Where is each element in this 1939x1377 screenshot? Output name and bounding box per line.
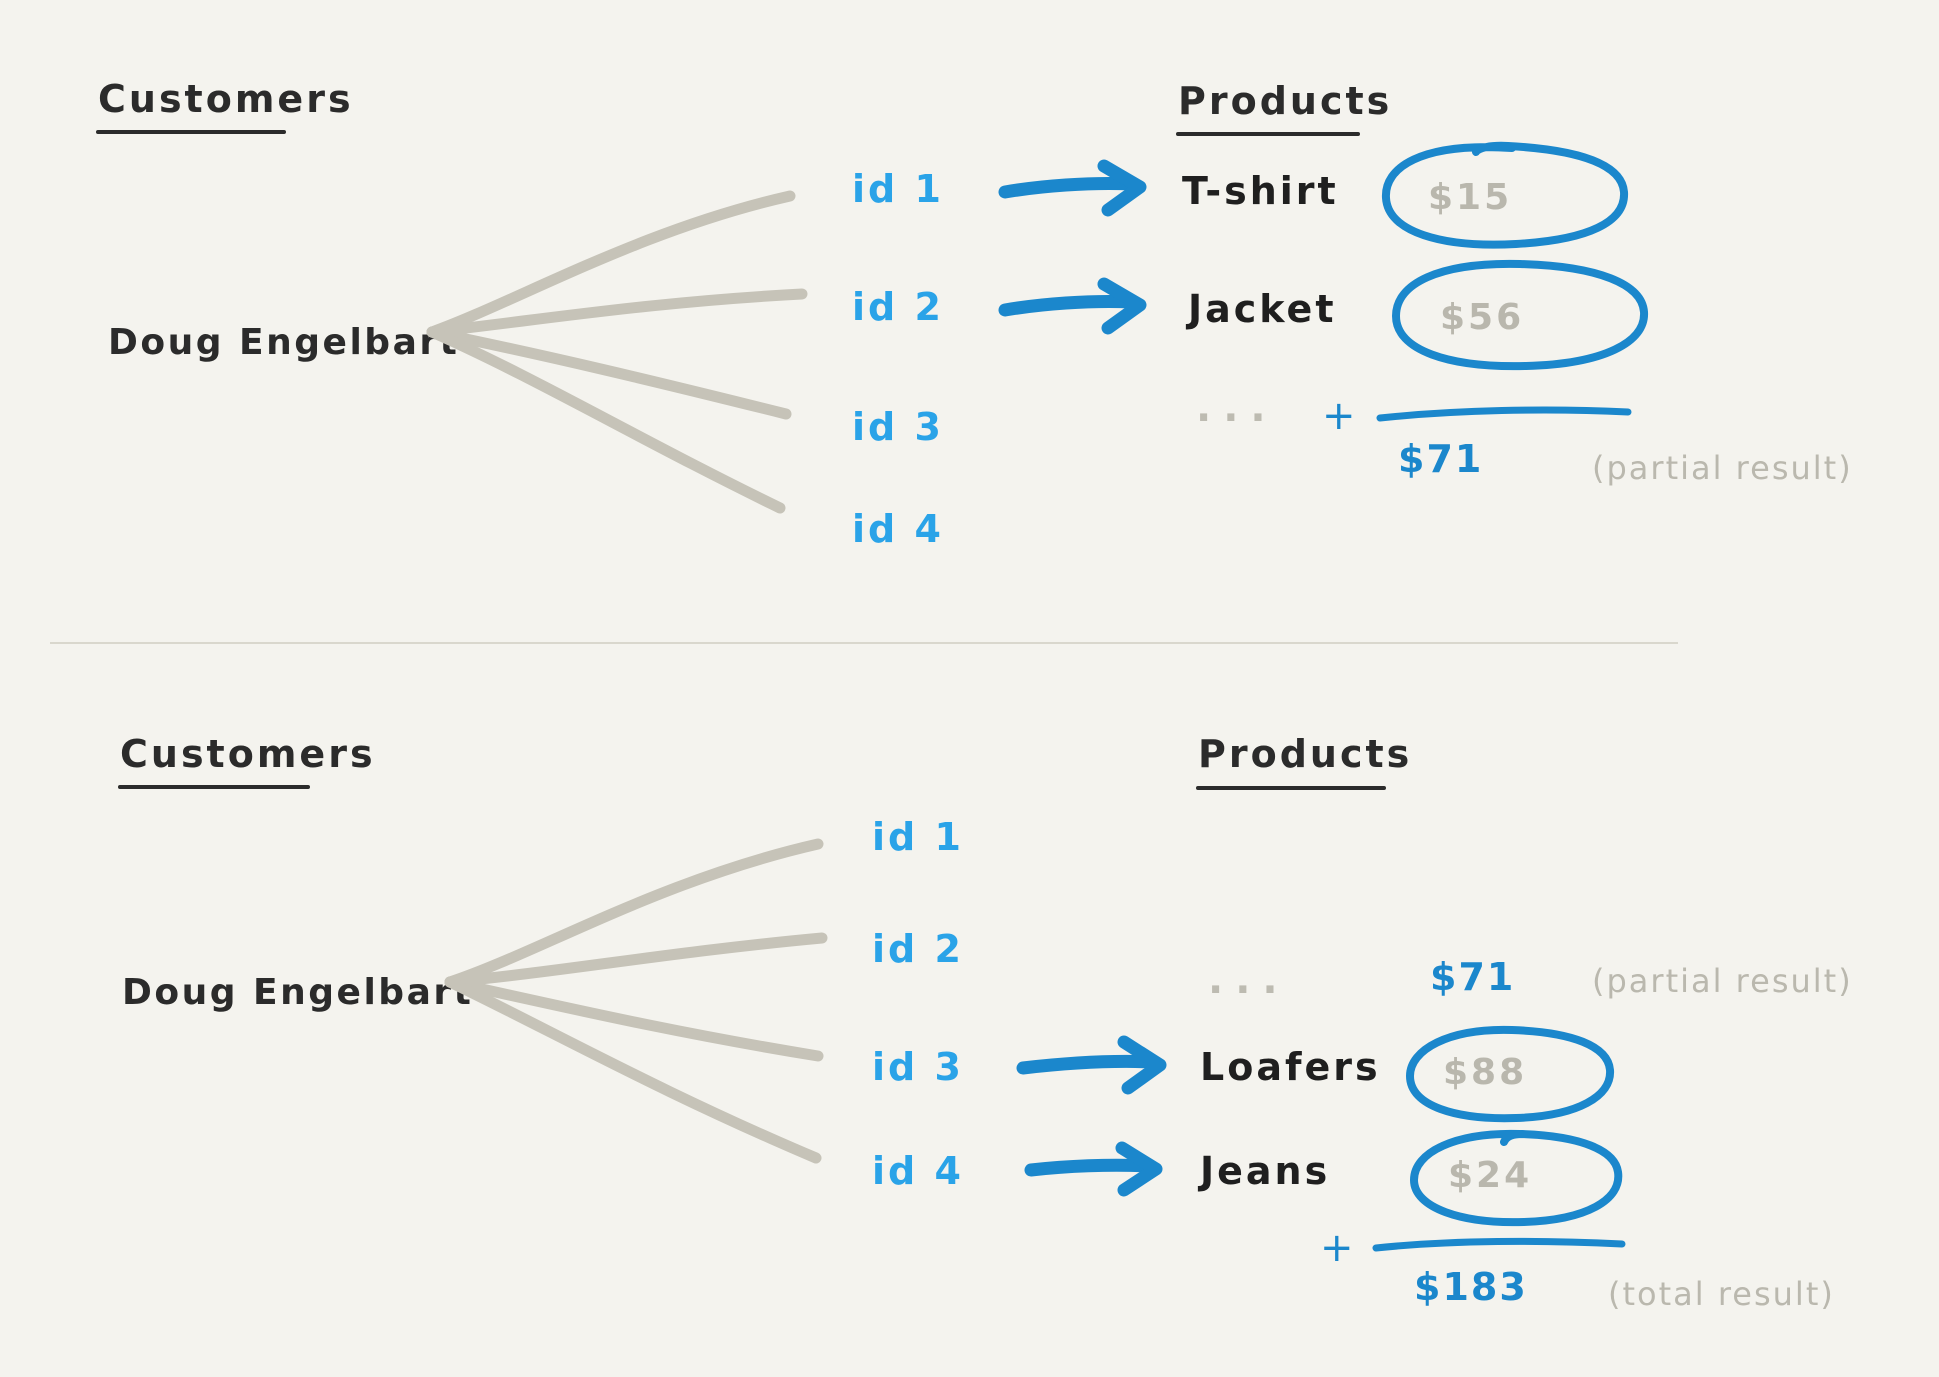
bottom-price-circle-3: [1405, 1025, 1615, 1123]
top-product-name-1: T-shirt: [1182, 169, 1339, 213]
bottom-products-underline: [1196, 786, 1386, 790]
top-id-label-3[interactable]: id 3: [852, 405, 944, 449]
panel-divider: [50, 642, 1678, 644]
top-id-label-4[interactable]: id 4: [852, 507, 944, 551]
top-arrow-icon-1: [998, 159, 1147, 217]
bottom-arrow-icon-4: [1024, 1141, 1163, 1197]
top-products-underline: [1176, 132, 1360, 136]
bottom-price-4: $24: [1448, 1155, 1533, 1196]
bottom-id-label-3[interactable]: id 3: [872, 1045, 964, 1089]
bottom-fan-lines: [444, 838, 828, 1164]
bottom-carried-sum: $71: [1430, 955, 1516, 999]
bottom-price-3: $88: [1443, 1052, 1528, 1093]
top-arrow-icon-2: [998, 277, 1147, 335]
bottom-id-label-2[interactable]: id 2: [872, 927, 964, 971]
top-customers-heading: Customers: [98, 77, 354, 121]
bottom-ellipsis: ...: [1208, 957, 1290, 1003]
top-customer-name: Doug Engelbart: [108, 322, 460, 363]
top-price-1: $15: [1428, 177, 1513, 218]
top-price-circle-1: [1381, 141, 1629, 249]
bottom-total-value: $183: [1414, 1265, 1528, 1309]
top-price-2: $56: [1440, 297, 1525, 338]
top-id-label-2[interactable]: id 2: [852, 285, 944, 329]
top-sum-value: $71: [1398, 437, 1484, 481]
top-plus-sign: +: [1322, 393, 1358, 439]
top-price-circle-2: [1391, 259, 1649, 371]
bottom-products-heading: Products: [1198, 732, 1413, 776]
bottom-arrow-icon-3: [1016, 1035, 1167, 1095]
top-sum-rule: [1376, 406, 1632, 422]
top-result-note: (partial result): [1592, 449, 1853, 487]
top-fan-lines: [426, 190, 808, 514]
top-products-heading: Products: [1178, 79, 1393, 123]
bottom-customers-heading: Customers: [120, 732, 376, 776]
top-id-label-1[interactable]: id 1: [852, 167, 944, 211]
top-product-name-2: Jacket: [1188, 287, 1337, 331]
bottom-sum-rule: [1372, 1237, 1626, 1252]
bottom-id-label-1[interactable]: id 1: [872, 815, 964, 859]
bottom-product-name-3: Loafers: [1200, 1045, 1381, 1089]
bottom-customer-name: Doug Engelbart: [122, 972, 474, 1013]
bottom-customers-underline: [118, 785, 310, 789]
bottom-id-label-4[interactable]: id 4: [872, 1149, 964, 1193]
bottom-total-note: (total result): [1608, 1275, 1835, 1313]
bottom-carried-note: (partial result): [1592, 962, 1853, 1000]
top-ellipsis: ...: [1196, 385, 1278, 431]
bottom-price-circle-4: [1409, 1129, 1623, 1227]
bottom-plus-sign: +: [1320, 1225, 1356, 1271]
top-customers-underline: [96, 130, 286, 134]
bottom-product-name-4: Jeans: [1200, 1149, 1331, 1193]
